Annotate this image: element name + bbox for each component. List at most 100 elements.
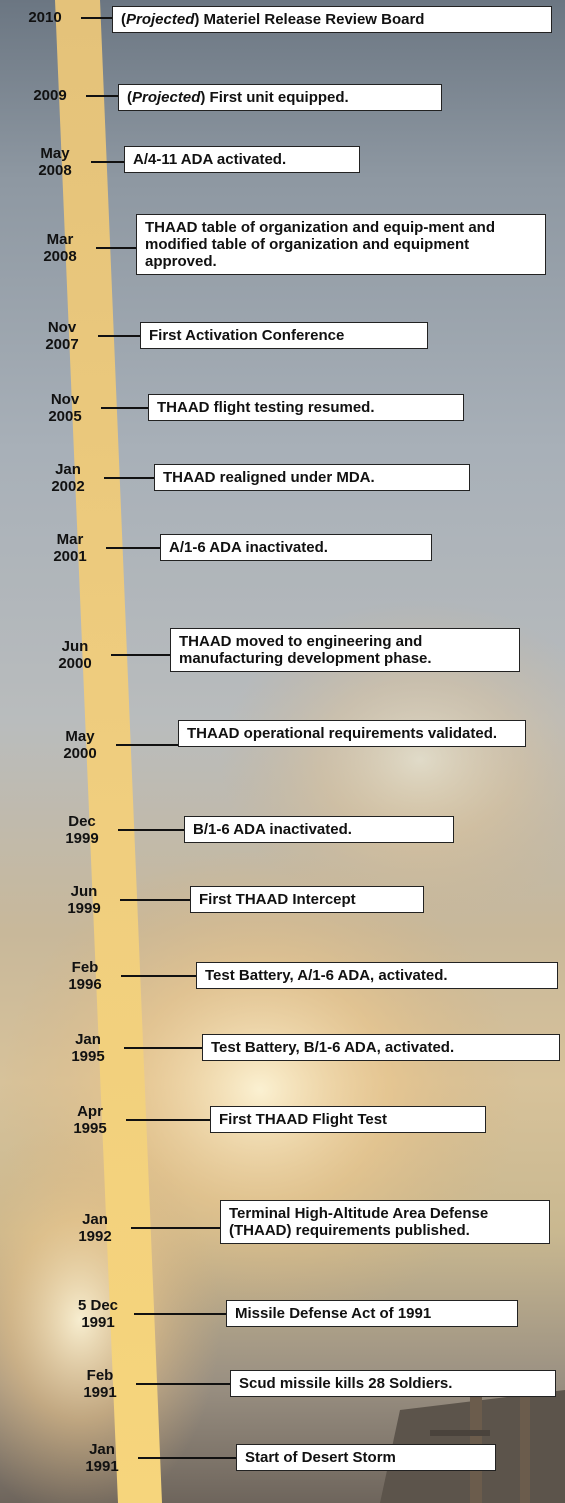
event-date-line: Jun [61,638,89,655]
event-date-line: 2009 [33,87,67,104]
connector-line [86,95,118,97]
event-label: First THAAD Intercept [190,886,424,913]
event-date-line: 2007 [45,336,79,353]
event-date-line: 1992 [78,1228,112,1245]
connector-line [101,407,148,409]
connector-line [91,161,124,163]
event-date-line: 1991 [85,1458,119,1475]
event-date-line: 1996 [68,976,102,993]
event-text: Materiel Release Review Board [199,11,425,28]
event-text: B/1-6 ADA inactivated. [193,821,352,838]
event-date-line: 2000 [58,655,92,672]
event-text: THAAD operational requirements validated… [187,725,498,742]
event-date-line: Mar [46,231,74,248]
event-text: Test Battery, B/1-6 ADA, activated. [211,1039,455,1056]
event-text: First THAAD Flight Test [219,1111,388,1128]
projected-tag: Projected [126,11,195,28]
connector-line [98,335,140,337]
event-label: Start of Desert Storm [236,1444,496,1471]
event-label: THAAD table of organization and equip-me… [136,214,546,275]
event-date-line: 2008 [43,248,77,265]
event-text: First THAAD Intercept [199,891,356,908]
connector-line [121,975,196,977]
event-label: First Activation Conference [140,322,428,349]
event-text: Missile Defense Act of 1991 [235,1305,432,1322]
event-date-line: Jan [75,1031,101,1048]
event-date-line: Apr [77,1103,103,1120]
event-label: (Projected) First unit equipped. [118,84,442,111]
connector-line [104,477,154,479]
event-date-line: Feb [71,959,99,976]
event-date-line: 2010 [28,9,62,26]
event-date-line: 1991 [83,1384,117,1401]
connector-line [138,1457,236,1459]
event-text: First Activation Conference [149,327,345,344]
event-date-line: 1995 [71,1048,105,1065]
connector-line [111,654,170,656]
event-date-line: Mar [56,531,84,548]
event-label: THAAD realigned under MDA. [154,464,470,491]
event-text: A/1-6 ADA inactivated. [169,539,328,556]
connector-line [136,1383,230,1385]
event-date-line: 1999 [67,900,101,917]
event-date-line: Feb [86,1367,114,1384]
event-date-line: 1991 [81,1314,115,1331]
event-date-line: 2008 [38,162,72,179]
event-text: A/4-11 ADA activated. [133,151,287,168]
event-date-line: Jan [82,1211,108,1228]
event-date-line: Jan [89,1441,115,1458]
event-label: Terminal High-Altitude Area Defense (THA… [220,1200,550,1244]
projected-tag: Projected [132,89,201,106]
event-date-line: 5 Dec [77,1297,119,1314]
event-date-line: Jun [70,883,98,900]
event-text: THAAD flight testing resumed. [157,399,375,416]
event-label: A/4-11 ADA activated. [124,146,360,173]
event-date-line: Nov [50,391,80,408]
event-date-line: May [40,145,70,162]
connector-line [118,829,184,831]
connector-line [96,247,136,249]
event-text: Test Battery, A/1-6 ADA, activated. [205,967,448,984]
connector-line [116,744,178,746]
event-text: Terminal High-Altitude Area Defense (THA… [229,1205,489,1239]
event-date-line: 2005 [48,408,82,425]
event-label: A/1-6 ADA inactivated. [160,534,432,561]
event-label: Missile Defense Act of 1991 [226,1300,518,1327]
event-text: Scud missile kills 28 Soldiers. [239,1375,453,1392]
timeline-band [55,0,162,1503]
event-date-line: 1999 [65,830,99,847]
event-date: 2009 [15,87,85,104]
event-label: First THAAD Flight Test [210,1106,486,1133]
connector-line [120,899,190,901]
connector-line [126,1119,210,1121]
event-label: B/1-6 ADA inactivated. [184,816,454,843]
event-label: THAAD operational requirements validated… [178,720,526,747]
connector-line [106,547,160,549]
event-text: THAAD moved to engineering and manufactu… [179,633,432,667]
event-date-line: Dec [68,813,96,830]
event-date-line: 2002 [51,478,85,495]
event-label: Test Battery, A/1-6 ADA, activated. [196,962,558,989]
event-text: THAAD realigned under MDA. [163,469,375,486]
connector-line [131,1227,220,1229]
event-label: Scud missile kills 28 Soldiers. [230,1370,556,1397]
event-date-line: 1995 [73,1120,107,1137]
event-label: THAAD moved to engineering and manufactu… [170,628,520,672]
event-text: THAAD table of organization and equip-me… [145,219,495,270]
event-date-line: 2000 [63,745,97,762]
event-text: First unit equipped. [205,89,349,106]
